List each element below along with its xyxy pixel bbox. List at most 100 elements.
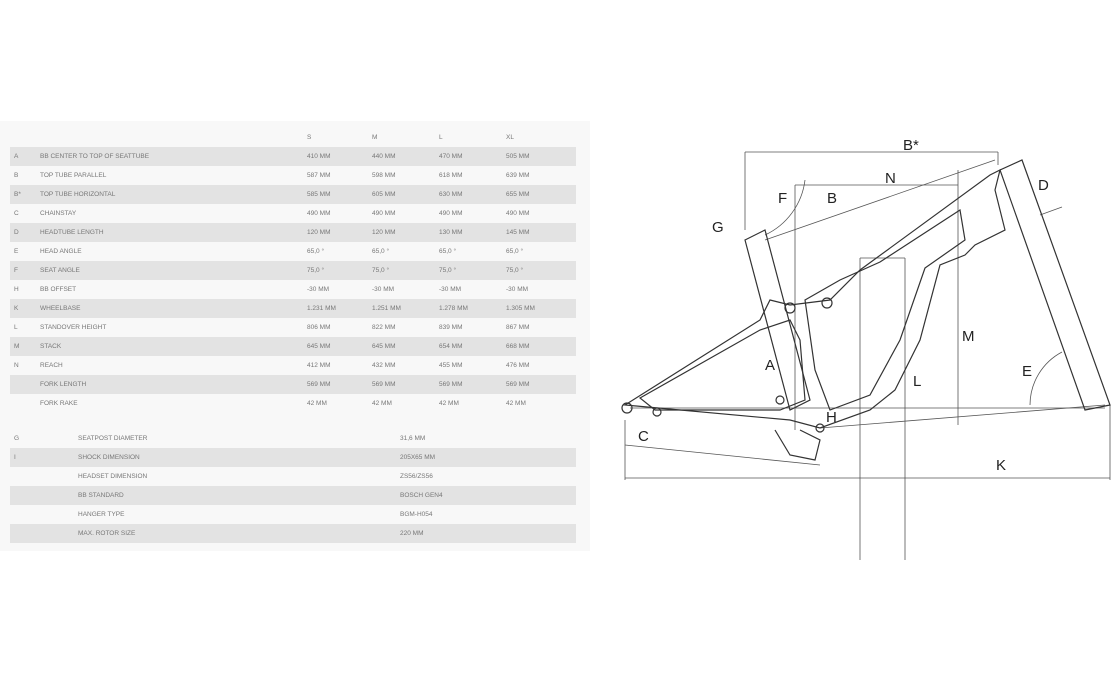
row-code: D	[14, 229, 19, 236]
row-value: 455 MM	[439, 362, 463, 369]
row-label: BB OFFSET	[40, 286, 77, 293]
row-value: 470 MM	[439, 153, 463, 160]
row-value: 42 MM	[307, 400, 327, 407]
row-value: 655 MM	[506, 191, 530, 198]
size-s-header: S	[307, 134, 312, 141]
row-value: BOSCH GEN4	[400, 492, 443, 499]
row-code: K	[14, 305, 19, 312]
row-value: 822 MM	[372, 324, 396, 331]
size-xl-header: XL	[506, 134, 514, 141]
row-label: HEAD ANGLE	[40, 248, 82, 255]
row-code: L	[14, 324, 18, 331]
row-value: 490 MM	[506, 210, 530, 217]
row-value: 654 MM	[439, 343, 463, 350]
label-h: H	[826, 409, 837, 426]
row-label: WHEELBASE	[40, 305, 81, 312]
row-value: 645 MM	[307, 343, 331, 350]
row-code: B*	[14, 191, 21, 198]
row-value: 75,0 °	[372, 267, 390, 274]
label-d: D	[1038, 177, 1049, 194]
row-value: 120 MM	[307, 229, 331, 236]
row-code: N	[14, 362, 19, 369]
row-value: 598 MM	[372, 172, 396, 179]
row-value: 645 MM	[372, 343, 396, 350]
row-value: 476 MM	[506, 362, 530, 369]
label-k: K	[996, 457, 1006, 474]
row-value: 65,0 °	[506, 248, 524, 255]
row-value: -30 MM	[372, 286, 395, 293]
size-l-header: L	[439, 134, 443, 141]
row-label: FORK LENGTH	[40, 381, 87, 388]
row-label: STANDOVER HEIGHT	[40, 324, 107, 331]
table-row: FORK LENGTH 569 MM 569 MM 569 MM 569 MM	[10, 375, 576, 394]
row-value: 75,0 °	[506, 267, 524, 274]
label-g: G	[712, 219, 724, 236]
row-value: 412 MM	[307, 362, 331, 369]
row-label: TOP TUBE PARALLEL	[40, 172, 107, 179]
row-label: STACK	[40, 343, 62, 350]
row-label: FORK RAKE	[40, 400, 78, 407]
row-value: 75,0 °	[307, 267, 325, 274]
row-value: 618 MM	[439, 172, 463, 179]
label-b: B	[827, 190, 837, 207]
row-label: REACH	[40, 362, 63, 369]
row-value: 490 MM	[307, 210, 331, 217]
row-value: ZS56/ZS56	[400, 473, 433, 480]
row-value: 867 MM	[506, 324, 530, 331]
row-value: 432 MM	[372, 362, 396, 369]
row-value: 42 MM	[506, 400, 526, 407]
row-value: 1.278 MM	[439, 305, 468, 312]
row-value: 42 MM	[439, 400, 459, 407]
row-label: SHOCK DIMENSION	[78, 454, 140, 461]
row-value: -30 MM	[439, 286, 462, 293]
row-value: 569 MM	[506, 381, 530, 388]
row-label: SEATPOST DIAMETER	[78, 435, 148, 442]
row-value: 130 MM	[439, 229, 463, 236]
row-label: BB CENTER TO TOP OF SEATTUBE	[40, 153, 150, 160]
spec-row: HEADSET DIMENSION ZS56/ZS56	[10, 467, 576, 486]
frame-geometry-diagram: B* N B D F G M A L E H C K	[621, 137, 1111, 560]
row-value: 587 MM	[307, 172, 331, 179]
row-value: -30 MM	[307, 286, 330, 293]
table-header: S M L XL	[10, 128, 576, 147]
table-row: A BB CENTER TO TOP OF SEATTUBE 410 MM 440 M…	[10, 147, 576, 166]
row-code: C	[14, 210, 19, 217]
row-label: HEADSET DIMENSION	[78, 473, 148, 480]
row-value: 569 MM	[307, 381, 331, 388]
row-value: -30 MM	[506, 286, 529, 293]
row-label: BB STANDARD	[78, 492, 124, 499]
label-b-star: B*	[903, 137, 919, 154]
row-code: G	[14, 435, 20, 442]
label-a: A	[765, 357, 775, 374]
dimension-lines	[624, 151, 1111, 560]
label-n: N	[885, 170, 896, 187]
row-code: E	[14, 248, 19, 255]
table-row: N REACH 412 MM 432 MM 455 MM 476 MM	[10, 356, 576, 375]
row-value: 490 MM	[372, 210, 396, 217]
row-value: 585 MM	[307, 191, 331, 198]
row-value: 410 MM	[307, 153, 331, 160]
row-code: A	[14, 153, 19, 160]
row-value: 505 MM	[506, 153, 530, 160]
row-value: 65,0 °	[372, 248, 390, 255]
row-value: 668 MM	[506, 343, 530, 350]
bike-frame	[621, 159, 1111, 461]
label-c: C	[638, 428, 649, 445]
row-code: F	[14, 267, 18, 274]
label-m: M	[962, 328, 975, 345]
row-value: 440 MM	[372, 153, 396, 160]
row-value: 569 MM	[439, 381, 463, 388]
row-value: 569 MM	[372, 381, 396, 388]
row-value: 639 MM	[506, 172, 530, 179]
row-value: 65,0 °	[307, 248, 325, 255]
